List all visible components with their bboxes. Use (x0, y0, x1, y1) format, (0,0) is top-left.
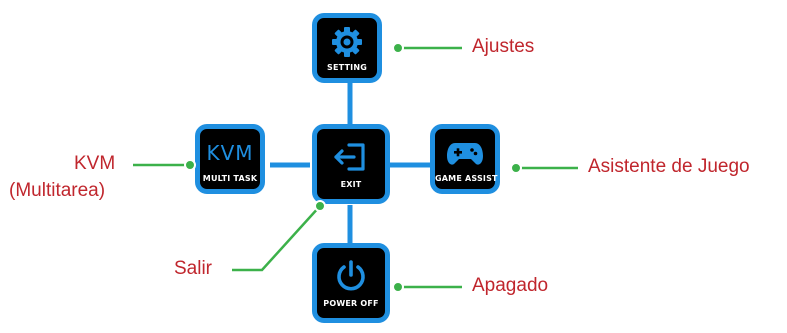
kvm-icon-text: KVM (206, 141, 254, 165)
asistente-callout: Asistente de Juego (588, 156, 750, 177)
power-icon (317, 258, 385, 294)
kvm-callout-line1: KVM (74, 153, 116, 174)
setting-tile[interactable]: SETTING (312, 13, 382, 83)
exit-icon (317, 139, 385, 175)
apagado-callout: Apagado (472, 275, 549, 296)
game-assist-label: GAME ASSIST (435, 174, 498, 183)
game-assist-tile[interactable]: GAME ASSIST (430, 124, 500, 194)
asistente-leader-dot (510, 162, 522, 174)
setting-label: SETTING (327, 63, 367, 72)
exit-tile[interactable]: EXIT (312, 124, 390, 204)
salir-leader-dot (314, 200, 326, 212)
power-off-tile[interactable]: POWER OFF (312, 243, 390, 323)
ajustes-callout: Ajustes (472, 36, 535, 57)
apagado-leader-dot (392, 281, 404, 293)
kvm-callout-line2: (Multitarea) (9, 180, 106, 201)
salir-callout: Salir (174, 258, 213, 279)
multitask-label: MULTI TASK (202, 174, 258, 183)
multitask-tile[interactable]: KVM MULTI TASK (195, 124, 265, 194)
kvm-icon: KVM (200, 135, 260, 171)
gear-icon (317, 24, 377, 60)
gamepad-icon (435, 135, 495, 171)
power-off-label: POWER OFF (323, 299, 379, 308)
ajustes-leader-dot (392, 42, 404, 54)
kvm-leader-dot (184, 159, 196, 171)
exit-label: EXIT (340, 180, 362, 189)
